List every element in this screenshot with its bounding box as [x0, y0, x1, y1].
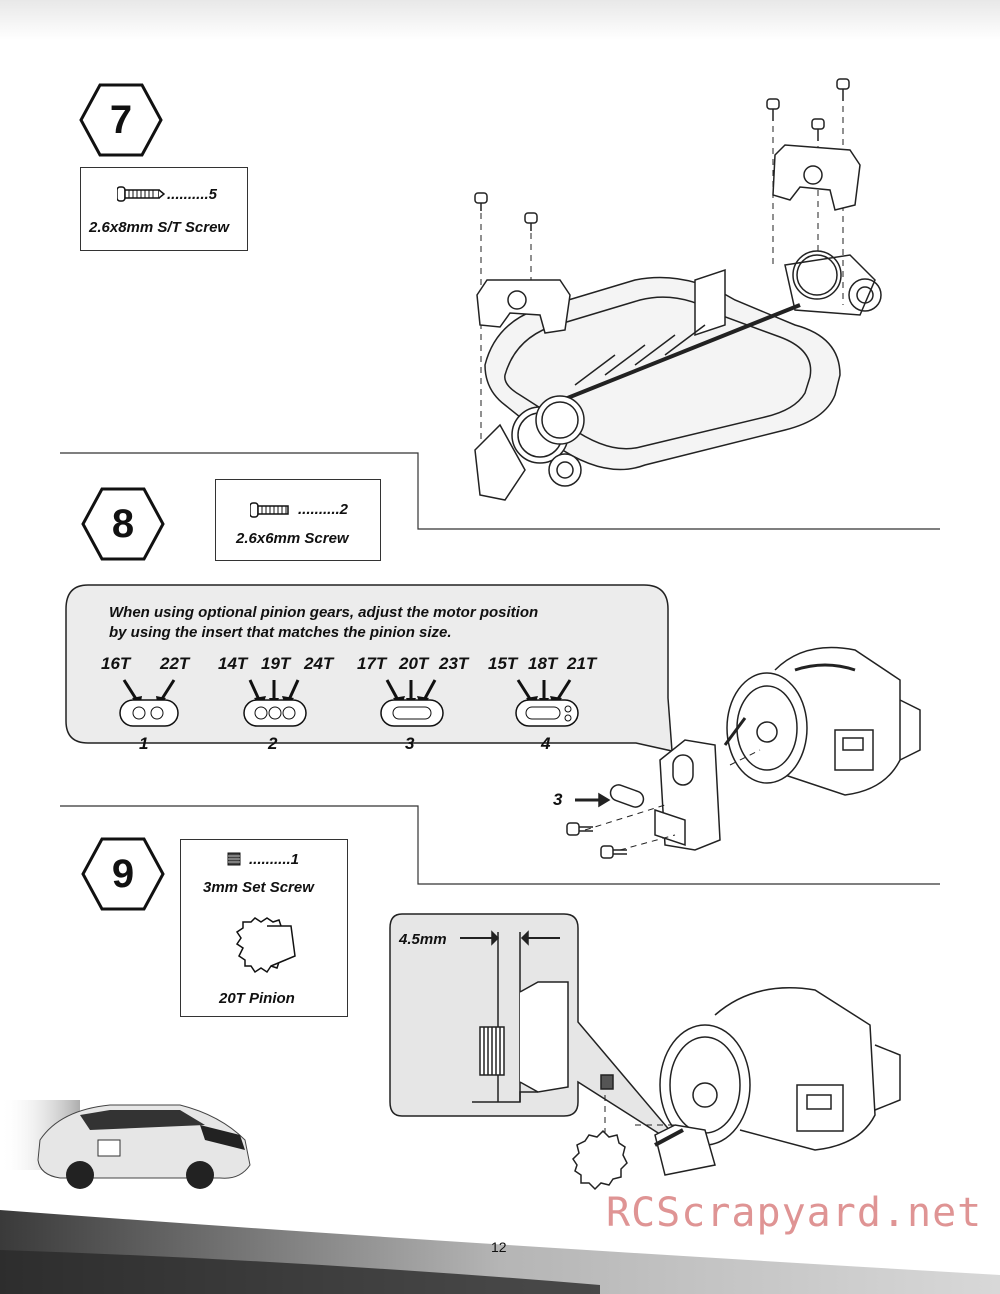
- part-name: 2.6x6mm Screw: [236, 530, 349, 547]
- insert-number: 1: [139, 734, 149, 753]
- note-line-1: When using optional pinion gears, adjust…: [109, 604, 539, 621]
- set-screw-icon: [227, 852, 241, 866]
- motor-mount-illustration: [566, 646, 921, 859]
- tooth-label: 16T: [101, 654, 131, 673]
- step-number: 7: [109, 98, 133, 142]
- pinion-gear-icon: [235, 917, 296, 974]
- rally-car-image: [0, 1100, 251, 1189]
- step-9-parts-box: ..........1 3mm Set Screw 20T Pinion: [180, 839, 348, 1017]
- step-7-parts-box: ..........5 2.6x8mm S/T Screw: [80, 167, 248, 251]
- tooth-label: 23T: [439, 654, 469, 673]
- note-line-2: by using the insert that matches the pin…: [109, 624, 452, 641]
- page-bottom-swoosh: [0, 1210, 1000, 1294]
- motor-pinion-illustration: [572, 987, 901, 1191]
- step-8-parts-box: ..........2 2.6x6mm Screw: [215, 479, 381, 561]
- insert-number: 2: [268, 734, 278, 753]
- chassis-diff-illustration: [474, 78, 882, 501]
- tooth-label: 18T: [528, 654, 558, 673]
- tooth-label: 21T: [567, 654, 597, 673]
- screw-icon: [250, 502, 289, 518]
- part-qty: ..........1: [249, 851, 300, 868]
- callout-insert-number: 3: [553, 790, 563, 809]
- insert-4-diagram: [515, 679, 579, 727]
- part-name: 20T Pinion: [219, 990, 295, 1007]
- part-name: 3mm Set Screw: [203, 879, 314, 896]
- step-7-badge: 7: [79, 83, 163, 157]
- part-qty: ..........5: [167, 186, 218, 203]
- tooth-label: 20T: [399, 654, 429, 673]
- step-9-badge: 9: [81, 837, 165, 911]
- section-divider: [60, 805, 940, 885]
- page-number: 12: [491, 1239, 507, 1255]
- tooth-label: 24T: [304, 654, 334, 673]
- step-8-badge: 8: [81, 487, 165, 561]
- step-number: 8: [111, 502, 135, 546]
- tooth-label: 15T: [488, 654, 518, 673]
- insert-3-diagram: [380, 679, 444, 727]
- note-text: When using optional pinion gears, adjust…: [109, 603, 609, 643]
- tooth-label: 17T: [357, 654, 387, 673]
- watermark: RCScrapyard.net: [606, 1190, 983, 1236]
- pinion-spacing-detail: [389, 913, 689, 1153]
- insert-1-diagram: [119, 679, 179, 727]
- section-divider: [60, 452, 940, 530]
- insert-number: 3: [405, 734, 415, 753]
- part-qty: ..........2: [298, 501, 349, 518]
- screw-icon: [117, 186, 165, 202]
- part-name: 2.6x8mm S/T Screw: [89, 219, 230, 236]
- tooth-label: 22T: [160, 654, 190, 673]
- tooth-label: 19T: [261, 654, 291, 673]
- dimension-label: 4.5mm: [399, 931, 447, 948]
- step-number: 9: [111, 852, 135, 896]
- insert-2-diagram: [243, 679, 307, 727]
- tooth-label: 14T: [218, 654, 248, 673]
- insert-number: 4: [541, 734, 551, 753]
- page-top-shade: [0, 0, 1000, 40]
